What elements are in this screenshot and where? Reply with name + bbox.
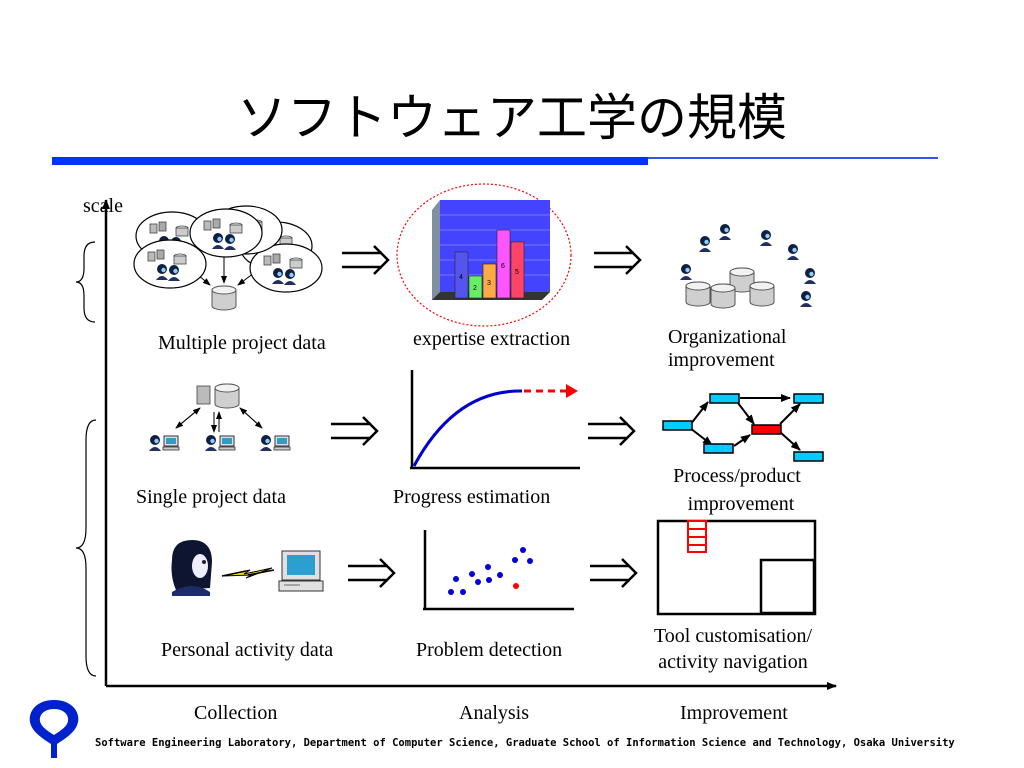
implies-arrow-3b — [588, 557, 638, 589]
tool-window-icon — [656, 519, 817, 616]
label-single-improvement-1: Process/product — [673, 465, 801, 487]
brace-multiple — [75, 241, 96, 323]
label-personal-improvement-1: Tool customisation/ — [653, 625, 813, 647]
footer-text: Software Engineering Laboratory, Departm… — [95, 737, 955, 749]
label-single-improvement-2: improvement — [687, 493, 795, 515]
process-network-icon — [662, 393, 824, 462]
title-underline-thin — [648, 157, 938, 159]
bar-value: 3 — [487, 280, 491, 287]
expertise-bar-chart — [396, 183, 572, 327]
bar-value: 2 — [473, 285, 477, 292]
label-multiple-improvement-2: improvement — [668, 349, 775, 371]
implies-arrow-2a — [329, 415, 379, 447]
y-axis-label: scale — [83, 195, 123, 217]
column-label-improvement: Improvement — [680, 702, 788, 724]
label-multiple-improvement-1: Organizational — [668, 326, 787, 348]
brace-single-personal — [75, 419, 97, 677]
label-personal-analysis: Problem detection — [416, 639, 563, 661]
bar-value: 4 — [459, 274, 463, 281]
title-underline-thick — [52, 157, 648, 165]
label-personal-collection: Personal activity data — [161, 639, 334, 661]
implies-arrow-1b — [592, 244, 642, 276]
organizational-icon — [680, 224, 816, 309]
university-logo — [29, 700, 79, 758]
column-label-analysis: Analysis — [459, 702, 529, 724]
label-single-collection: Single project data — [136, 486, 286, 508]
implies-arrow-2b — [586, 415, 636, 447]
label-multiple-analysis: expertise extraction — [413, 328, 571, 350]
implies-arrow-3a — [346, 557, 396, 589]
multiple-project-icon — [134, 206, 322, 311]
single-project-icon — [149, 383, 291, 451]
implies-arrow-1a — [340, 244, 390, 276]
problem-scatter-chart — [423, 530, 574, 611]
column-label-collection: Collection — [194, 702, 278, 724]
progress-curve-chart — [410, 370, 580, 470]
label-multiple-collection: Multiple project data — [158, 332, 326, 354]
slide-title: ソフトウェア工学の規模 — [237, 89, 787, 147]
label-single-analysis: Progress estimation — [393, 486, 551, 508]
personal-activity-icon — [171, 540, 324, 596]
bar-value: 6 — [501, 263, 505, 270]
label-personal-improvement-2: activity navigation — [658, 651, 808, 673]
bar-value: 5 — [515, 269, 519, 276]
